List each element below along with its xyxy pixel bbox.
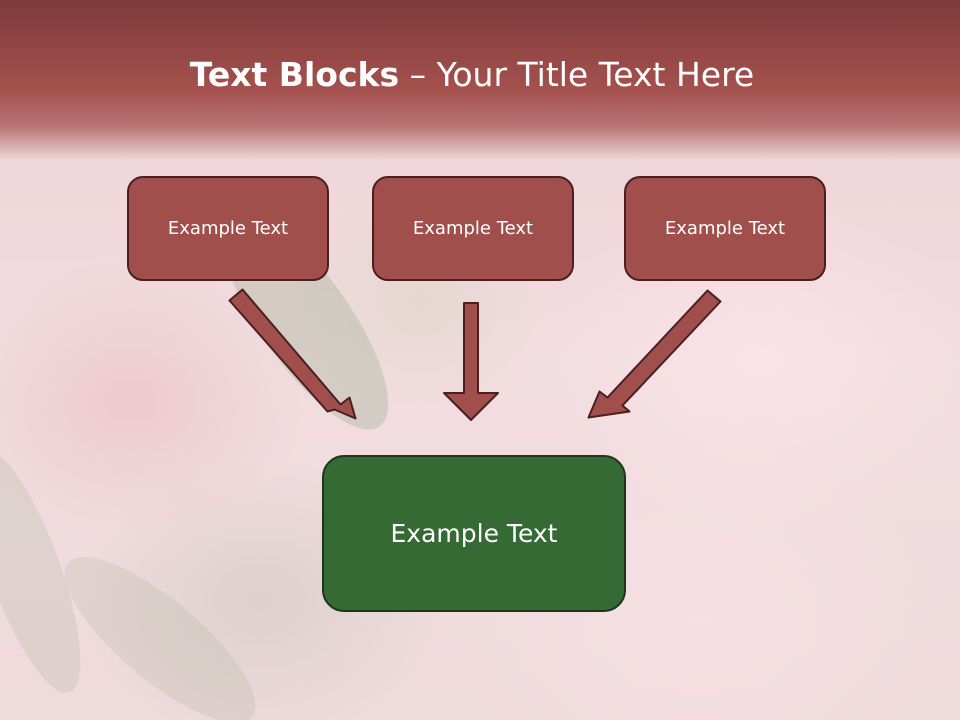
text-block-3-label: Example Text — [664, 218, 786, 239]
title-separator: – — [399, 55, 437, 94]
result-block-label: Example Text — [390, 519, 558, 548]
title-band — [0, 0, 960, 160]
text-block-3: Example Text — [624, 176, 826, 281]
arrow-right — [587, 289, 722, 419]
result-block: Example Text — [322, 455, 626, 612]
arrow-left — [228, 288, 357, 420]
title-rest: Your Title Text Here — [436, 55, 755, 94]
arrow-middle — [443, 302, 499, 421]
text-block-1-label: Example Text — [167, 218, 289, 239]
text-block-1: Example Text — [127, 176, 329, 281]
slide-title: Text Blocks – Your Title Text Here — [0, 52, 944, 98]
text-block-2-label: Example Text — [412, 218, 534, 239]
text-block-2: Example Text — [372, 176, 574, 281]
title-bold: Text Blocks — [189, 55, 400, 94]
